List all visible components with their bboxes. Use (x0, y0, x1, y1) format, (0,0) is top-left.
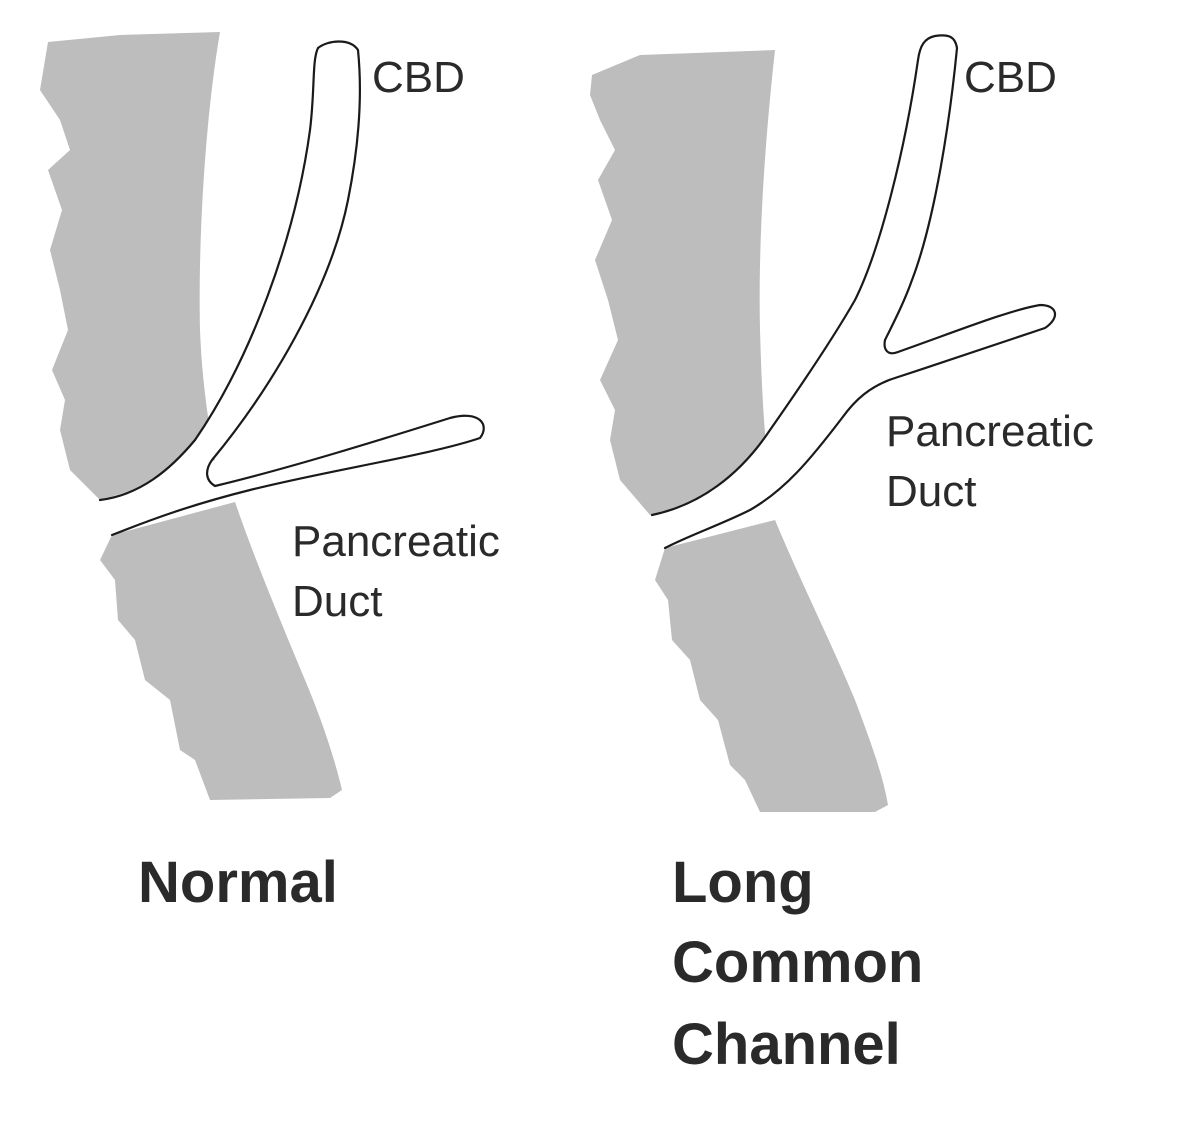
duct-outline-long-common-channel (650, 34, 1056, 550)
caption-normal: Normal (138, 850, 338, 915)
duodenal-wall-upper-right (590, 50, 775, 515)
pancreatic-duct-label-long-common-channel-line2: Duct (886, 467, 976, 516)
panel-long-common-channel: CBD Pancreatic Duct Long Common Channel (590, 34, 1094, 1077)
caption-long-common-channel-line1: Long (672, 850, 814, 915)
duct-outline-normal (98, 40, 485, 537)
caption-long-common-channel-line2: Common (672, 930, 923, 995)
cbd-label-long-common-channel: CBD (964, 53, 1057, 102)
pancreatic-duct-label-normal-line1: Pancreatic (292, 517, 500, 566)
pancreatic-duct-label-long-common-channel-line1: Pancreatic (886, 407, 1094, 456)
caption-long-common-channel-line3: Channel (672, 1012, 901, 1077)
duodenal-wall-lower-right (655, 520, 888, 812)
duodenal-wall-upper-left (40, 32, 220, 500)
pancreatic-duct-label-normal-line2: Duct (292, 577, 382, 626)
cbd-label-normal: CBD (372, 53, 465, 102)
duodenal-wall-lower-left (100, 502, 342, 800)
panel-normal: CBD Pancreatic Duct Normal (40, 32, 500, 915)
